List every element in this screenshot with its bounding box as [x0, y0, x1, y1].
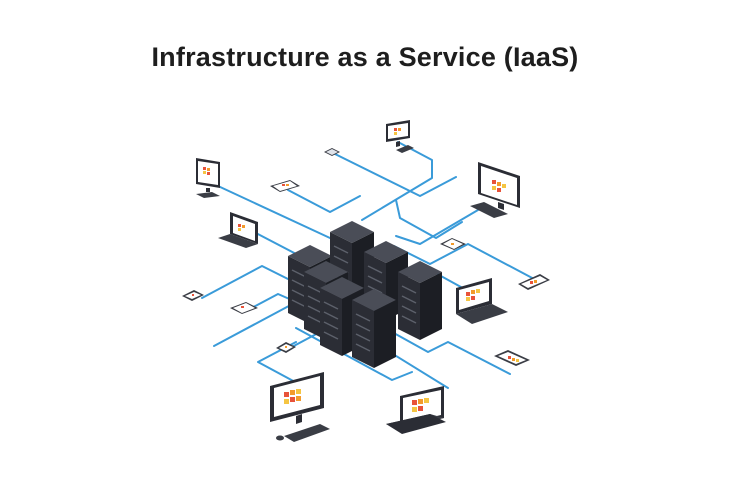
cable	[391, 331, 511, 375]
cable	[287, 189, 361, 213]
keyboard-icon	[470, 202, 508, 218]
desktop-monitor-icon	[386, 120, 414, 153]
mouse-icon	[276, 435, 284, 441]
server-rack-icon	[352, 289, 396, 368]
cable	[395, 209, 479, 245]
tablet-icon	[494, 350, 530, 366]
desktop-monitor-icon	[270, 372, 330, 442]
diagram-title: Infrastructure as a Service (IaaS)	[151, 42, 579, 72]
tablet-icon	[440, 238, 466, 250]
laptop-icon	[218, 212, 258, 248]
cable	[395, 199, 463, 239]
desktop-monitor-icon	[196, 158, 220, 198]
cable	[201, 265, 303, 299]
cable	[253, 231, 301, 257]
cable	[289, 331, 321, 349]
keyboard-icon	[284, 424, 330, 442]
server-cluster	[288, 221, 442, 368]
laptop-icon	[456, 278, 508, 324]
smartphone-icon	[324, 148, 340, 156]
cable	[332, 152, 457, 197]
desktop-monitor-icon	[470, 162, 520, 218]
smartphone-icon	[276, 342, 296, 353]
laptop-icon	[386, 386, 446, 434]
keyboard-icon	[196, 192, 220, 198]
cable	[361, 141, 433, 221]
cable	[393, 243, 537, 281]
tablet-icon	[230, 302, 258, 314]
server-rack-icon	[398, 261, 442, 340]
keyboard-icon	[396, 145, 414, 153]
cable	[217, 185, 331, 239]
tablet-icon	[518, 274, 550, 290]
smartphone-icon	[182, 290, 204, 301]
tablet-icon	[270, 180, 300, 192]
